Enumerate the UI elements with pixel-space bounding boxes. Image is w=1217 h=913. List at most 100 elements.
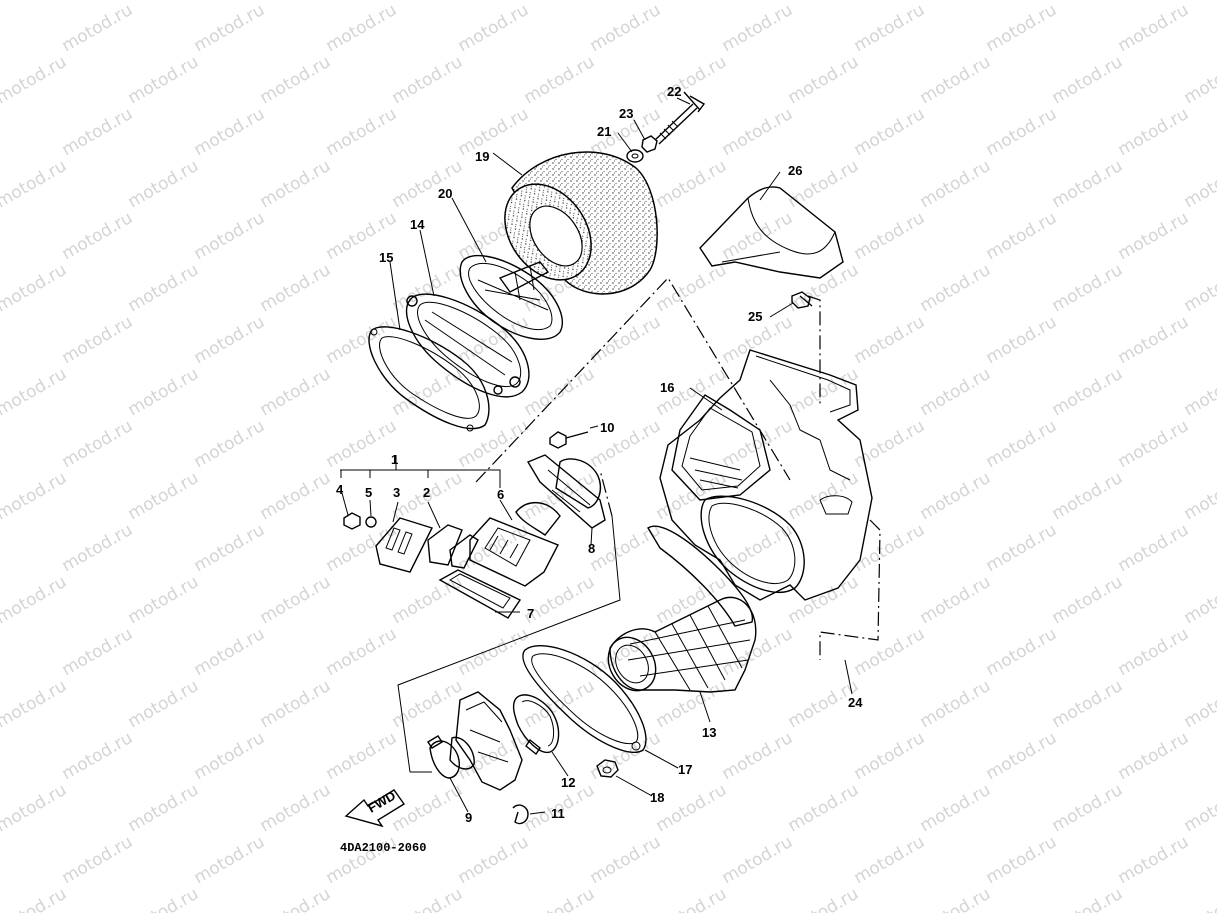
leader-lines [340, 97, 853, 815]
part-22-bolt [654, 91, 706, 145]
watermark-text: motod.ru [191, 624, 269, 680]
part-7-gasket [438, 569, 522, 619]
part-25-bolt [791, 291, 813, 309]
label-2: 2 [423, 485, 430, 500]
watermark-text: motod.ru [1049, 156, 1127, 212]
watermark-text: motod.ru [719, 728, 797, 784]
label-26: 26 [788, 163, 802, 178]
label-3: 3 [393, 485, 400, 500]
watermark-text: motod.ru [983, 832, 1061, 888]
watermark-text: motod.ru [0, 520, 4, 576]
watermark-text: motod.ru [851, 312, 929, 368]
watermark-text: motod.ru [191, 416, 269, 472]
watermark-text: motod.ru [455, 832, 533, 888]
watermark-text: motod.ru [0, 728, 4, 784]
watermark-text: motod.ru [521, 884, 599, 913]
part-26-cover [699, 186, 844, 279]
watermark-text: motod.ru [785, 260, 863, 316]
watermark-text: motod.ru [59, 312, 137, 368]
watermark-text: motod.ru [983, 208, 1061, 264]
watermark-text: motod.ru [59, 208, 137, 264]
part-1-reed-valve-block [469, 517, 559, 587]
part-6-manifold [515, 454, 606, 536]
part-19-air-filter-element [504, 151, 658, 295]
watermark-text: motod.ru [917, 468, 995, 524]
watermark-text: motod.ru [851, 104, 929, 160]
watermark-text: motod.ru [455, 624, 533, 680]
watermark-text: motod.ru [1181, 468, 1217, 524]
label-11: 11 [551, 806, 565, 821]
watermark-text: motod.ru [1115, 0, 1193, 56]
watermark-text: motod.ru [59, 728, 137, 784]
label-24: 24 [848, 695, 863, 710]
watermark-text: motod.ru [389, 52, 467, 108]
watermark-text: motod.ru [719, 0, 797, 56]
watermark-text: motod.ru [323, 416, 401, 472]
part-15-gasket [368, 326, 490, 432]
part-21-washer [626, 149, 644, 163]
watermark-text: motod.ru [0, 156, 70, 212]
watermark-text: motod.ru [1181, 572, 1217, 628]
watermark-text: motod.ru [983, 416, 1061, 472]
watermark-text: motod.ru [653, 260, 731, 316]
watermark-text: motod.ru [1049, 468, 1127, 524]
part-4-screw [343, 512, 361, 530]
watermark-text: motod.ru [587, 312, 665, 368]
label-16: 16 [660, 380, 674, 395]
watermark-text: motod.ru [851, 0, 929, 56]
watermark-text: motod.ru [323, 624, 401, 680]
part-20-filter-guide [459, 254, 564, 340]
watermark-text: motod.ru [917, 0, 995, 4]
label-23: 23 [619, 106, 633, 121]
watermark-text: motod.ru [521, 364, 599, 420]
watermark-text: motod.ru [191, 312, 269, 368]
watermark-text: motod.ru [983, 312, 1061, 368]
watermark-text: motod.ru [389, 884, 467, 913]
watermark-text: motod.ru [0, 468, 70, 524]
watermark-text: motod.ru [257, 156, 335, 212]
part-23-nut [641, 135, 658, 153]
watermark-text: motod.ru [851, 832, 929, 888]
watermark-text: motod.ru [125, 364, 203, 420]
watermark-text: motod.ru [323, 312, 401, 368]
label-19: 19 [475, 149, 489, 164]
watermark-text: motod.ru [1049, 260, 1127, 316]
watermark-text: motod.ru [1181, 780, 1217, 836]
watermark-text: motod.ru [323, 104, 401, 160]
label-10: 10 [600, 420, 614, 435]
watermark-text: motod.ru [917, 52, 995, 108]
label-8: 8 [588, 541, 595, 556]
watermark-text: motod.ru [653, 780, 731, 836]
watermark-text: motod.ru [719, 416, 797, 472]
watermark-text: motod.ru [0, 0, 70, 4]
watermark-text: motod.ru [851, 416, 929, 472]
label-1: 1 [391, 452, 398, 467]
watermark-text: motod.ru [389, 156, 467, 212]
watermark-text: motod.ru [0, 0, 4, 56]
part-3-reed-stopper [375, 517, 433, 573]
watermark-text: motod.ru [257, 0, 335, 4]
watermark-text: motod.ru [257, 572, 335, 628]
watermark-text: motod.ru [917, 364, 995, 420]
watermark-text: motod.ru [917, 884, 995, 913]
chain-lines [475, 277, 881, 660]
watermark-text: motod.ru [587, 728, 665, 784]
watermark-text: motod.ru [0, 208, 4, 264]
watermark-text: motod.ru [1181, 0, 1217, 4]
label-6: 6 [497, 487, 504, 502]
watermark-text: motod.ru [0, 52, 70, 108]
label-4: 4 [336, 482, 344, 497]
watermark-text: motod.ru [455, 104, 533, 160]
watermark-text: motod.ru [917, 156, 995, 212]
watermark-text: motod.ru [1049, 52, 1127, 108]
watermark-text: motod.ru [0, 312, 4, 368]
watermark-text: motod.ru [125, 52, 203, 108]
part-13-joint-boot [607, 525, 757, 693]
watermark-text: motod.ru [1181, 364, 1217, 420]
watermark-text: motod.ru [59, 416, 137, 472]
watermark-text: motod.ru [587, 416, 665, 472]
watermark-text: motod.ru [653, 676, 731, 732]
watermark-text: motod.ru [0, 364, 70, 420]
watermark-text: motod.ru [125, 884, 203, 913]
watermark-text: motod.ru [1115, 624, 1193, 680]
